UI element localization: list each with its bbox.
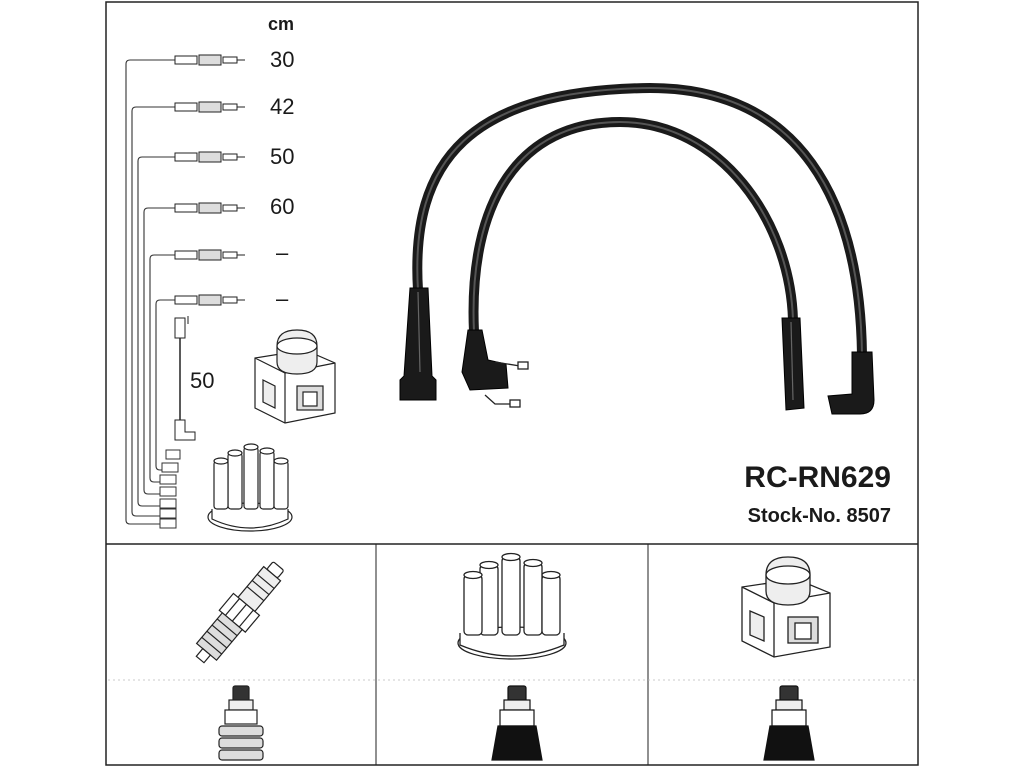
lead-boot-straight-right xyxy=(781,317,805,411)
wire-bundle xyxy=(125,59,175,525)
distributor-cap-icon xyxy=(457,552,567,660)
lead-boot-straight xyxy=(399,287,437,401)
lead-cable-outer-highlight xyxy=(416,86,863,356)
terminal-6 xyxy=(174,294,245,306)
distributor-cap-small-icon xyxy=(207,443,293,532)
terminal-4 xyxy=(174,202,245,214)
stock-number: Stock-No. 8507 xyxy=(748,505,891,527)
length-label-6: – xyxy=(276,286,289,311)
black-boot-icon-2 xyxy=(763,685,815,761)
unit-label: cm xyxy=(268,14,294,34)
terminal-2 xyxy=(174,101,245,113)
product-code: RC-RN629 xyxy=(744,461,891,494)
terminal-1 xyxy=(174,54,245,66)
spark-plug-icon xyxy=(195,561,284,664)
black-boot-icon-1 xyxy=(491,685,543,761)
length-label-1: 30 xyxy=(270,47,294,72)
straight-boot-icon xyxy=(218,685,264,761)
terminal-3 xyxy=(174,151,245,163)
coil-lead-wire xyxy=(174,316,196,441)
length-label-3: 50 xyxy=(270,144,294,169)
coil-lead-length: 50 xyxy=(190,368,214,393)
length-label-2: 42 xyxy=(270,94,294,119)
length-label-4: 60 xyxy=(270,194,294,219)
bottom-connectors xyxy=(159,449,181,529)
lead-cable-inner-highlight xyxy=(472,120,794,333)
wire-terminals xyxy=(174,54,245,306)
length-label-5: – xyxy=(276,240,289,265)
lead-boot-angled xyxy=(461,329,529,408)
terminal-5 xyxy=(174,249,245,261)
lead-cable-inner xyxy=(468,116,798,337)
coil-small-icon xyxy=(254,329,336,424)
outer-border xyxy=(105,1,919,766)
ignition-coil-icon xyxy=(741,556,831,658)
lead-boot-angled-right xyxy=(827,351,875,415)
